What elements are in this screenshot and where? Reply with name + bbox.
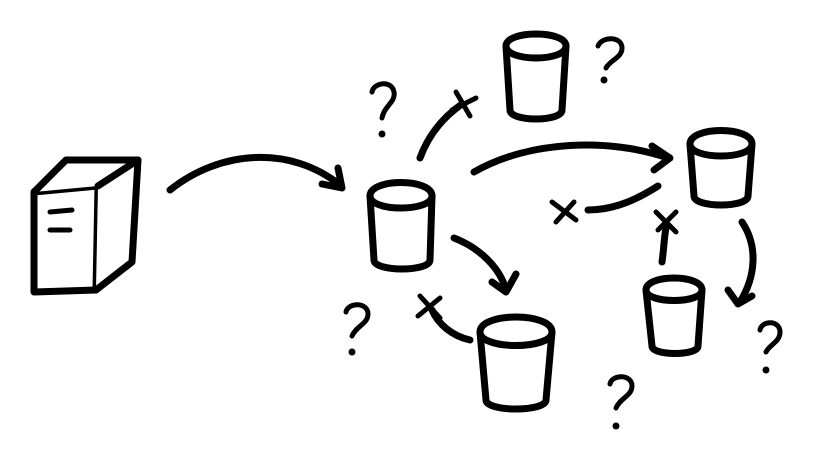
database-icon-center [366,179,436,273]
failed-link-center-to-top [416,89,479,162]
database-icon-right-lower [642,274,706,357]
database-icon-right-upper [686,127,756,209]
failed-link-right-upper-to-center [549,182,662,225]
unknown-marker-4 [757,320,783,374]
database-icon-bottom [476,313,556,413]
failed-link-bottom-to-center [415,293,474,344]
unknown-marker-3 [343,302,371,356]
unknown-marker-5 [607,374,635,430]
arrow-center-to-right-upper [470,141,674,176]
arrow-right-upper-to-right-lower [724,218,757,308]
unknown-marker-2 [595,36,625,84]
unknown-marker-1 [369,81,397,138]
server-icon [30,156,142,296]
failed-link-right-lower-to-right-upper [653,209,679,266]
arrow-server-to-center [166,153,346,194]
database-icon-top [502,30,570,123]
arrow-center-to-bottom [450,234,520,296]
